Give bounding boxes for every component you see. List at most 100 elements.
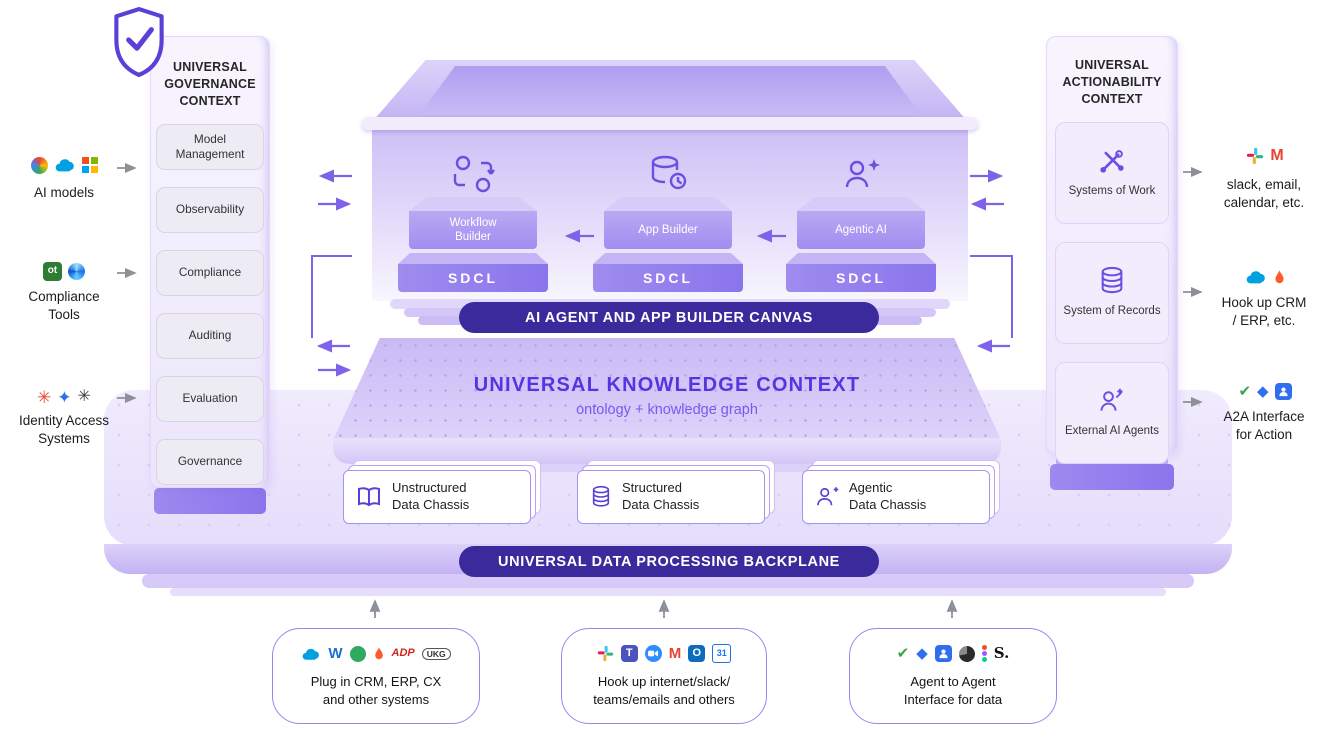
canvas-banner: AI AGENT AND APP BUILDER CANVAS	[459, 302, 879, 333]
blue-sparkle-icon: ✦	[57, 387, 72, 407]
agent-to-agent-caption: Agent to Agent Interface for data	[903, 673, 1003, 707]
crm-erp-cx-icons: W ADP UKG	[301, 644, 451, 664]
agentic-ai-icon	[845, 159, 880, 188]
sdcl-label: SDCL	[786, 264, 936, 292]
compliance-tools-icons: ot	[10, 260, 118, 282]
identity-systems-label: Identity Access Systems	[18, 413, 110, 446]
app-builder-sdcl-base: SDCL	[593, 253, 743, 292]
agentic-ai-block: Agentic AI SDCL	[786, 154, 936, 292]
actionability-item-system-of-records: System of Records	[1055, 241, 1169, 344]
sdcl-top-face	[593, 253, 743, 264]
governance-items: Model Management Observability Complianc…	[156, 123, 264, 485]
backplane-banner: UNIVERSAL DATA PROCESSING BACKPLANE	[459, 546, 879, 577]
zoom-icon	[644, 645, 662, 663]
compliance-tools-label: Compliance Tools	[28, 289, 100, 322]
structured-data-chassis: Structured Data Chassis	[577, 470, 765, 524]
green-check-icon: ✔	[896, 645, 910, 663]
internet-slack-box: T M O 31 Hook up internet/slack/ teams/e…	[561, 628, 767, 724]
actionability-tower-pedestal	[1050, 464, 1174, 490]
knowledge-platform-edge	[333, 438, 1001, 464]
app-builder-label: App Builder	[604, 211, 732, 249]
salesforce-icon	[1246, 271, 1265, 284]
s-serif-icon: S.	[993, 644, 1010, 663]
actionability-tower-title: UNIVERSAL ACTIONABILITY CONTEXT	[1062, 58, 1162, 106]
actionability-item-systems-of-work: Systems of Work	[1055, 121, 1169, 224]
workday-icon: W	[328, 645, 343, 663]
workflow-sdcl-base: SDCL	[398, 253, 548, 292]
sdcl-top-face	[786, 253, 936, 264]
a2a-label: A2A Interface for Action	[1223, 409, 1305, 442]
agent-person-icon	[817, 487, 839, 506]
compliance-cloud-icon	[68, 262, 85, 280]
salesforce-icon	[302, 648, 320, 660]
actionability-item-label: System of Records	[1063, 305, 1161, 318]
knowledge-context-subtitle: ontology + knowledge graph	[576, 402, 758, 418]
app-builder-block: App Builder SDCL	[593, 154, 743, 292]
actionability-item-label: External AI Agents	[1065, 425, 1159, 438]
onetrust-icon: ot	[43, 261, 62, 281]
agentic-ai-plate: Agentic AI	[797, 197, 925, 249]
internet-slack-icons: T M O 31	[597, 644, 732, 664]
knowledge-context-title: UNIVERSAL KNOWLEDGE CONTEXT	[473, 374, 861, 396]
crm-erp-cx-box: W ADP UKG Plug in CRM, ERP, CX and other…	[272, 628, 480, 724]
agentic-ai-label: Agentic AI	[797, 211, 925, 249]
contact-app-icon	[1274, 382, 1292, 400]
app-builder-icon	[651, 155, 687, 190]
agent-to-agent-box: ✔ ◆ S. Agent to Agent Interface for data	[849, 628, 1057, 724]
agent-to-agent-icons: ✔ ◆ S.	[896, 644, 1010, 664]
microsoft-icon	[81, 157, 98, 173]
workflow-builder-label: Workflow Builder	[409, 211, 537, 249]
workflow-builder-block: Workflow Builder SDCL	[398, 154, 548, 292]
workflow-builder-plate: Workflow Builder	[409, 197, 537, 249]
governance-item-model-management: Model Management	[156, 123, 264, 170]
gmail-icon: M	[1270, 147, 1284, 164]
actionability-tower: UNIVERSAL ACTIONABILITY CONTEXT Systems …	[1046, 36, 1178, 464]
workflow-icon	[453, 155, 495, 193]
ukg-icon: UKG	[421, 647, 451, 661]
knowledge-stack-layer	[352, 464, 982, 473]
sdcl-label: SDCL	[593, 264, 743, 292]
governance-tower-pedestal	[154, 488, 266, 514]
slack-email-icons: M	[1210, 145, 1319, 167]
openai-icon: ✳	[77, 388, 91, 405]
sdcl-label: SDCL	[398, 264, 548, 292]
actionability-item-label: Systems of Work	[1068, 185, 1156, 198]
platform-sub-layer	[142, 574, 1194, 588]
tools-icon	[1100, 150, 1124, 173]
green-check-icon: ✔	[1238, 382, 1252, 400]
records-database-icon	[1101, 267, 1123, 294]
crm-erp-icons	[1210, 266, 1319, 288]
flame-icon	[1274, 269, 1284, 283]
red-asterisk-icon: ✳	[37, 387, 52, 407]
blue-diamond-icon: ◆	[916, 645, 928, 663]
salesforce-icon	[55, 159, 74, 172]
camera-icon	[648, 651, 659, 657]
governance-item-compliance: Compliance	[156, 249, 264, 296]
governance-item-observability: Observability	[156, 186, 264, 233]
contact-app-icon	[934, 645, 952, 663]
green-app-icon	[349, 645, 366, 662]
governance-item-auditing: Auditing	[156, 312, 264, 359]
sdcl-top-face	[398, 253, 548, 264]
agentic-sdcl-base: SDCL	[786, 253, 936, 292]
knowledge-platform	[333, 338, 1001, 440]
canvas-canopy-rim	[362, 117, 978, 130]
person-icon	[1278, 387, 1288, 396]
internet-slack-caption: Hook up internet/slack/ teams/emails and…	[593, 673, 735, 707]
crm-erp-label: Hook up CRM / ERP, etc.	[1221, 295, 1307, 328]
outlook-icon: O	[688, 645, 706, 663]
agentic-data-chassis: Agentic Data Chassis	[802, 470, 990, 524]
identity-systems-icons: ✳ ✦ ✳	[10, 386, 118, 408]
governance-item-governance: Governance	[156, 438, 264, 485]
unstructured-data-chassis: Unstructured Data Chassis	[343, 470, 531, 524]
ai-models-icons	[10, 154, 118, 176]
plate-top-face	[797, 197, 925, 211]
teams-icon: T	[620, 645, 638, 663]
blue-diamond-icon: ◆	[1257, 382, 1269, 400]
canvas-canopy-opening	[420, 66, 920, 114]
plate-top-face	[409, 197, 537, 211]
gmail-icon: M	[668, 645, 682, 663]
person-icon	[939, 650, 948, 659]
governance-tower: UNIVERSAL GOVERNANCE CONTEXT Model Manag…	[150, 36, 270, 488]
